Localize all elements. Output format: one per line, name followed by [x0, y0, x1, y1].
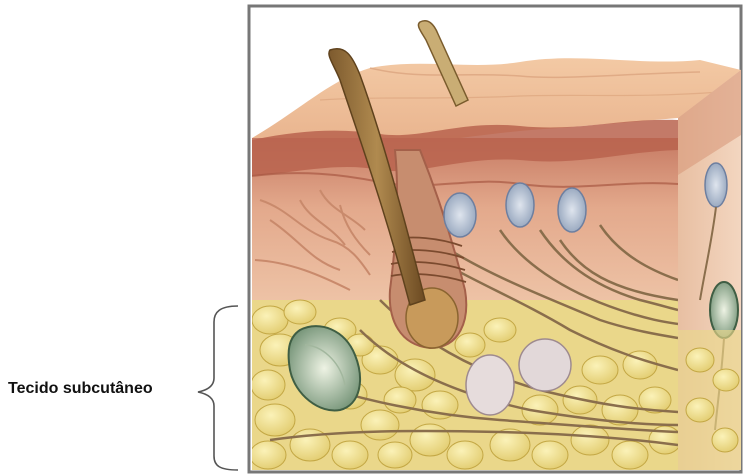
subcutaneous-brace — [198, 306, 238, 470]
subcutaneous-tissue-label: Tecido subcutâneo — [8, 380, 153, 398]
